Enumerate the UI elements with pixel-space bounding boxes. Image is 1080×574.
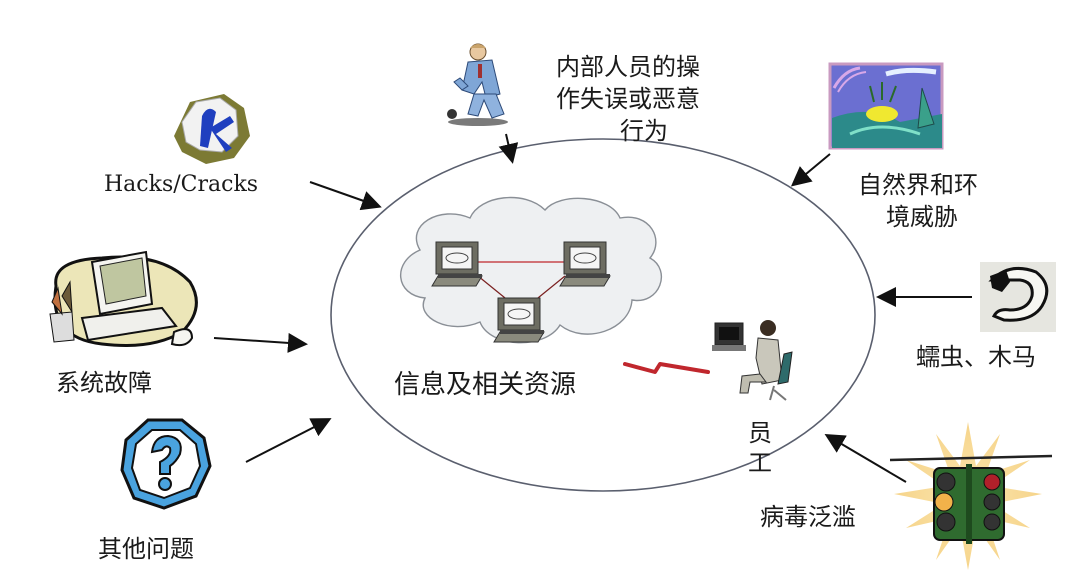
arrow-virus [824,433,907,483]
arrow-hacks [309,181,382,211]
businessman-icon [447,43,508,126]
threat-arrows [213,133,972,483]
threat-label-worm: 蠕虫、木马 [916,343,1036,371]
threat-label-hacks: Hacks/Cracks [104,172,259,197]
center-label: 信息及相关资源 [394,370,577,400]
terminal-computer-1 [431,241,483,287]
threat-label-insider-line2: 作失误或恶意 [556,85,700,113]
threat-label-insider-line1: 内部人员的操 [556,53,700,81]
threat-label-virus: 病毒泛滥 [760,503,856,531]
network-cloud [400,196,662,344]
arrow-nature [790,153,831,187]
computer-icon [49,250,198,347]
threat-label-nature-line1: 自然界和环 [858,171,978,199]
wireless-link-bolt [623,362,710,374]
employee-label-line1: 员 [748,419,772,447]
threat-label-other: 其他问题 [98,535,194,563]
terminal-computer-3 [493,297,545,343]
arrow-insider [498,133,519,164]
arrow-system [213,332,308,353]
threat-label-insider-line3: 行为 [620,117,668,145]
employee-label-line2: 工 [748,449,772,477]
threat-label-system: 系统故障 [56,369,152,397]
worm-icon [980,262,1056,332]
employee-at-computer-icon [712,320,793,401]
question-mark-icon [120,418,212,510]
system-boundary-ellipse [330,138,876,492]
traffic-light-icon [889,422,1053,570]
threat-label-nature-line2: 境威胁 [886,203,958,231]
hacker-k-icon [174,94,250,164]
landscape-sun-icon [828,62,944,150]
terminal-computer-2 [559,241,611,287]
arrow-other [245,418,332,463]
